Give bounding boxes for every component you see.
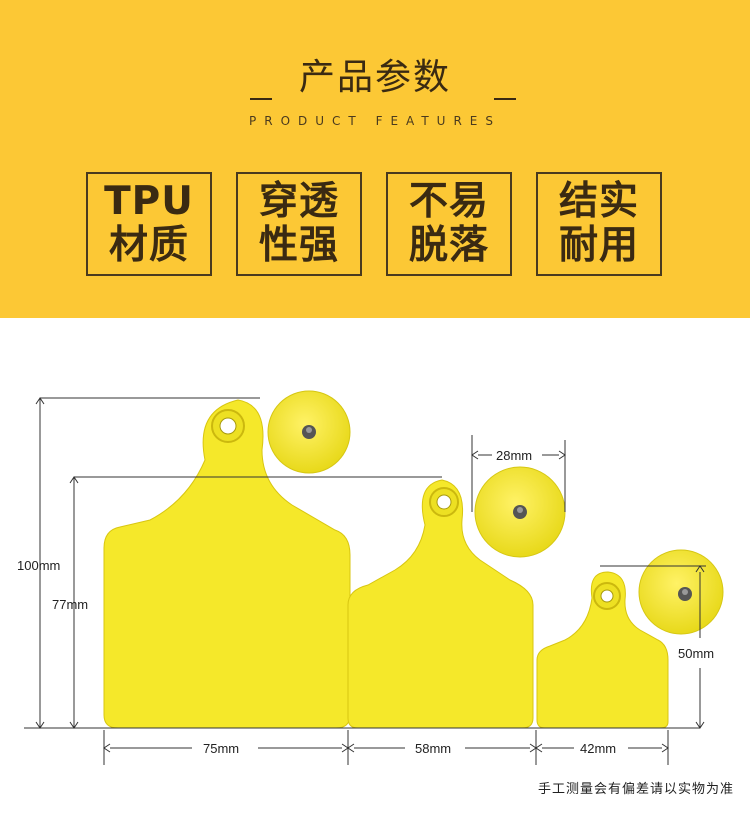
feature-line: 结实	[558, 179, 639, 224]
label-button-diameter: 28mm	[496, 448, 533, 463]
label-small-height: 50mm	[678, 646, 715, 661]
feature-line: 性强	[258, 223, 339, 268]
feature-line: 脱落	[408, 223, 489, 268]
label-large-total-height: 100mm	[17, 558, 61, 573]
title-left-line	[250, 98, 272, 100]
feature-line: 材质	[108, 223, 189, 268]
feature-line: TPU	[104, 179, 194, 224]
title-right-line	[494, 98, 516, 100]
label-large-body-height: 77mm	[52, 597, 89, 612]
feature-box-retention: 不易 脱落	[386, 172, 512, 276]
small-ear-tag	[536, 571, 669, 729]
feature-line: 耐用	[558, 223, 639, 268]
feature-box-durable: 结实 耐用	[536, 172, 662, 276]
feature-box-material: TPU 材质	[86, 172, 212, 276]
ear-tag-diagram	[24, 390, 724, 765]
feature-line: 穿透	[258, 179, 339, 224]
label-large-width: 75mm	[203, 741, 240, 756]
page-title: 产品参数	[298, 57, 451, 98]
feature-box-penetration: 穿透 性强	[236, 172, 362, 276]
label-medium-width: 58mm	[415, 741, 452, 756]
header-banner	[0, 0, 750, 318]
dimension-lines	[24, 397, 706, 765]
page-subtitle: PRODUCT FEATURES	[249, 114, 501, 128]
measurement-note: 手工测量会有偏差请以实物为准	[537, 782, 734, 797]
medium-ear-tag	[347, 479, 534, 729]
feature-line: 不易	[408, 179, 489, 224]
label-small-width: 42mm	[580, 741, 617, 756]
